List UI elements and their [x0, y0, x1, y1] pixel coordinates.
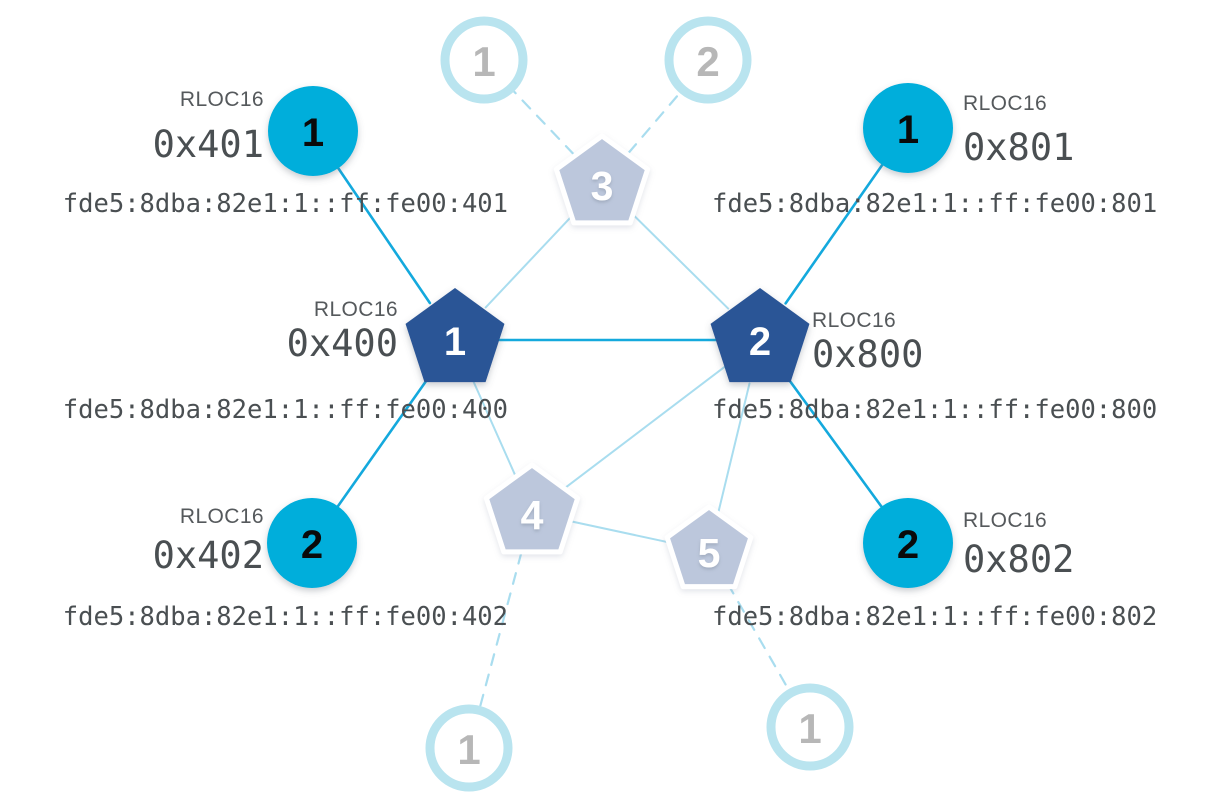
- node-router-1[interactable]: 1: [405, 288, 505, 383]
- node-ghost-child-top-2: 2: [664, 16, 752, 104]
- rloc16-value: 0x400: [287, 322, 398, 365]
- ghost-circle-shape: [425, 704, 513, 792]
- node-child-402[interactable]: 2: [267, 498, 357, 588]
- child-circle-shape: [863, 83, 953, 173]
- link-router-2-to-ghost-router-4: [563, 366, 726, 490]
- nodes-layer: 1 2 1 2 1 2 3 4 5 1 2 1 1: [267, 16, 953, 792]
- node-ghost-child-bottom-2: 1: [766, 683, 854, 771]
- ghost-pentagon-shape: [664, 504, 754, 590]
- node-number-label: 1: [897, 108, 919, 152]
- link-ghost-router-3-to-ghost-child-top-1: [508, 86, 575, 156]
- labels-layer: RLOC160x400fde5:8dba:82e1:1::ff:fe00:400…: [63, 88, 1157, 632]
- ipv6-address: fde5:8dba:82e1:1::ff:fe00:800: [712, 395, 1157, 425]
- child-circle-shape: [863, 498, 953, 588]
- node-ghost-router-5: 5: [664, 504, 754, 590]
- node-child-801[interactable]: 1: [863, 83, 953, 173]
- link-router-1-to-ghost-router-3: [484, 213, 575, 309]
- node-router-2[interactable]: 2: [710, 288, 810, 383]
- node-ghost-router-3: 3: [553, 133, 651, 226]
- link-ghost-router-4-to-ghost-child-bottom-1: [477, 551, 523, 713]
- ghost-pentagon-shape: [483, 462, 581, 555]
- node-ghost-router-4: 4: [483, 462, 581, 555]
- ghost-circle-shape: [766, 683, 854, 771]
- rloc16-value: 0x401: [153, 123, 264, 166]
- node-number-label: 2: [897, 523, 919, 567]
- link-router-1-to-ghost-router-4: [472, 379, 517, 477]
- rloc16-caption: RLOC16: [812, 309, 896, 332]
- rloc16-caption: RLOC16: [314, 298, 398, 321]
- node-number-label: 1: [798, 705, 821, 752]
- rloc16-value: 0x402: [153, 534, 264, 577]
- node-number-label: 1: [457, 726, 480, 773]
- rloc16-caption: RLOC16: [963, 92, 1047, 115]
- rloc16-value: 0x802: [963, 538, 1074, 581]
- link-ghost-router-3-to-ghost-child-top-2: [627, 87, 685, 154]
- link-ghost-router-5-to-ghost-child-bottom-2: [726, 582, 793, 696]
- rloc16-caption: RLOC16: [180, 88, 264, 111]
- node-number-label: 3: [591, 163, 614, 209]
- ghost-circle-shape: [440, 16, 528, 104]
- ipv6-address: fde5:8dba:82e1:1::ff:fe00:802: [712, 602, 1157, 632]
- ipv6-address: fde5:8dba:82e1:1::ff:fe00:801: [712, 189, 1157, 219]
- node-number-label: 2: [301, 523, 323, 567]
- child-circle-shape: [267, 498, 357, 588]
- link-router-1-to-child-401: [333, 161, 432, 305]
- link-router-2-to-ghost-router-5: [716, 382, 751, 516]
- node-number-label: 2: [749, 320, 771, 364]
- rloc16-caption: RLOC16: [963, 509, 1047, 532]
- link-router-2-to-child-801: [784, 158, 888, 305]
- rloc16-caption: RLOC16: [180, 505, 264, 528]
- node-number-label: 5: [698, 530, 721, 576]
- ghost-pentagon-shape: [553, 133, 651, 226]
- node-number-label: 2: [696, 38, 719, 85]
- link-ghost-router-4-to-ghost-router-5: [571, 520, 673, 545]
- links-layer: [332, 86, 888, 713]
- node-number-label: 4: [521, 492, 544, 538]
- node-ghost-child-top-1: 1: [440, 16, 528, 104]
- node-number-label: 1: [302, 111, 324, 155]
- rloc16-value: 0x801: [963, 126, 1074, 169]
- node-ghost-child-bottom-1: 1: [425, 704, 513, 792]
- router-pentagon-shape: [405, 288, 505, 383]
- link-router-2-to-ghost-router-3: [630, 212, 730, 310]
- node-child-401[interactable]: 1: [268, 86, 358, 176]
- link-router-2-to-child-802: [785, 374, 887, 514]
- link-router-1-to-child-402: [332, 375, 431, 513]
- ghost-circle-shape: [664, 16, 752, 104]
- rloc16-value: 0x800: [812, 333, 923, 376]
- node-child-802[interactable]: 2: [863, 498, 953, 588]
- ipv6-address: fde5:8dba:82e1:1::ff:fe00:402: [63, 602, 508, 632]
- node-number-label: 1: [444, 320, 466, 364]
- router-pentagon-shape: [710, 288, 810, 383]
- ipv6-address: fde5:8dba:82e1:1::ff:fe00:400: [63, 395, 508, 425]
- child-circle-shape: [268, 86, 358, 176]
- node-number-label: 1: [472, 38, 495, 85]
- ipv6-address: fde5:8dba:82e1:1::ff:fe00:401: [63, 189, 508, 219]
